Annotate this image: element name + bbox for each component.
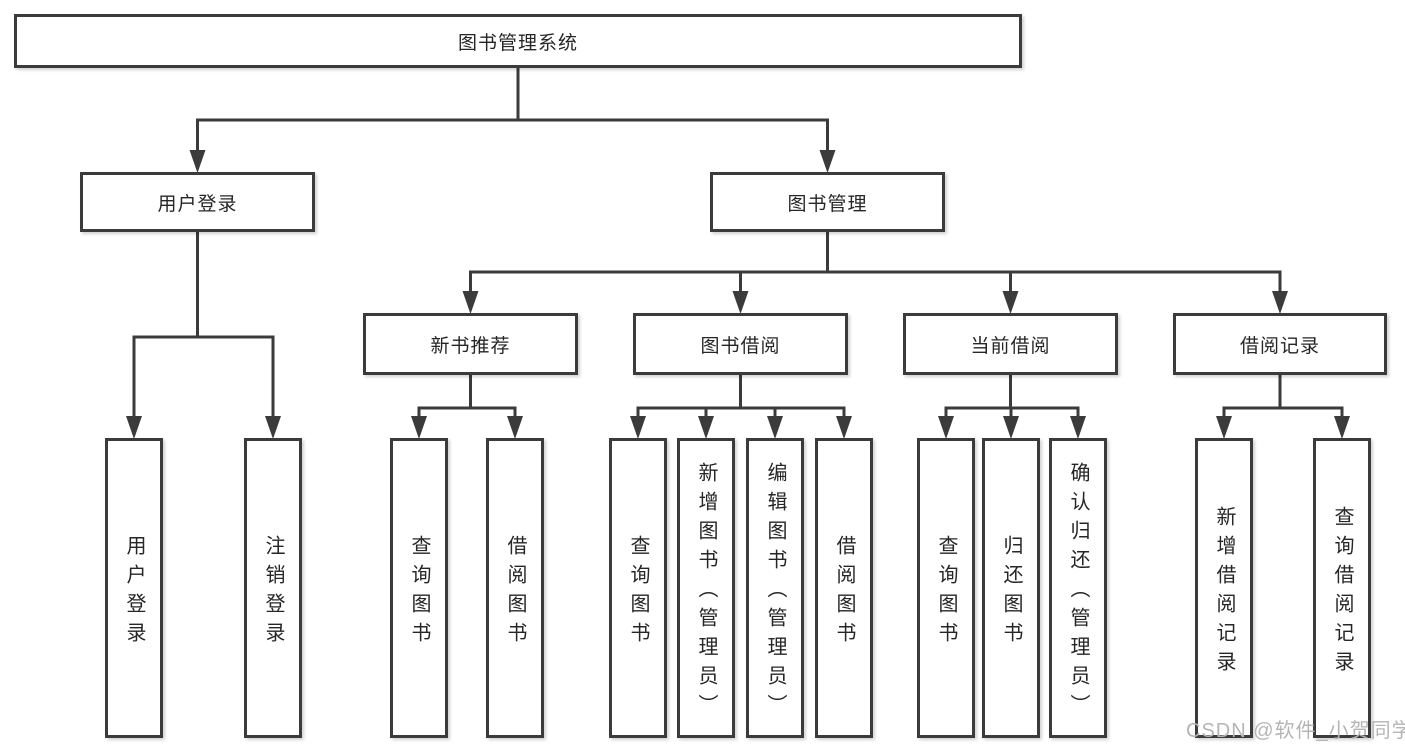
leaf-query-books-borrowing: 查询图书 xyxy=(609,438,667,738)
node-label: 用户登录 xyxy=(123,534,145,651)
node-label: 图书管理 xyxy=(787,193,868,215)
node-label: 查询图书 xyxy=(935,534,957,651)
leaf-borrow-books-newbooks: 借阅图书 xyxy=(486,438,544,738)
node-label: 用户登录 xyxy=(157,193,238,215)
node-label: 查询图书 xyxy=(627,534,649,651)
node-label: 注销登录 xyxy=(262,534,284,651)
leaf-add-books-admin: 新增图书（管理员） xyxy=(677,438,735,738)
node-label: 新增图书（管理员） xyxy=(695,462,717,723)
leaf-edit-books-admin: 编辑图书（管理员） xyxy=(746,438,804,738)
node-label: 查询借阅记录 xyxy=(1331,505,1353,680)
node-label: 新增借阅记录 xyxy=(1213,505,1235,680)
node-label: 归还图书 xyxy=(1000,534,1022,651)
node-label: 新书推荐 xyxy=(430,335,511,357)
node-label: 编辑图书（管理员） xyxy=(764,462,786,723)
leaf-query-books-current: 查询图书 xyxy=(917,438,975,738)
node-user-login-branch: 用户登录 xyxy=(80,172,315,232)
node-label: 查询图书 xyxy=(408,534,430,651)
node-book-borrowing: 图书借阅 xyxy=(633,313,848,375)
node-label: 确认归还（管理员） xyxy=(1067,462,1089,723)
node-library-management-system: 图书管理系统 xyxy=(14,14,1022,68)
csdn-watermark: CSDN @软件_小贺同学 xyxy=(1186,720,1405,742)
leaf-confirm-return-admin: 确认归还（管理员） xyxy=(1049,438,1107,738)
leaf-query-borrow-record: 查询借阅记录 xyxy=(1313,438,1371,738)
leaf-return-books: 归还图书 xyxy=(982,438,1040,738)
node-label: 借阅图书 xyxy=(833,534,855,651)
leaf-query-books-newbooks: 查询图书 xyxy=(390,438,448,738)
node-label: 借阅图书 xyxy=(504,534,526,651)
node-borrowing-records: 借阅记录 xyxy=(1173,313,1387,375)
leaf-add-borrow-record: 新增借阅记录 xyxy=(1195,438,1253,738)
node-new-book-recommendation: 新书推荐 xyxy=(363,313,578,375)
node-label: 当前借阅 xyxy=(970,335,1051,357)
node-label: 图书管理系统 xyxy=(457,32,578,54)
node-book-management-branch: 图书管理 xyxy=(710,172,945,232)
leaf-user-login: 用户登录 xyxy=(105,438,163,738)
node-label: 借阅记录 xyxy=(1239,335,1320,357)
leaf-borrow-books-borrowing: 借阅图书 xyxy=(815,438,873,738)
node-current-borrowing: 当前借阅 xyxy=(903,313,1118,375)
node-label: 图书借阅 xyxy=(700,335,781,357)
leaf-logout: 注销登录 xyxy=(244,438,302,738)
